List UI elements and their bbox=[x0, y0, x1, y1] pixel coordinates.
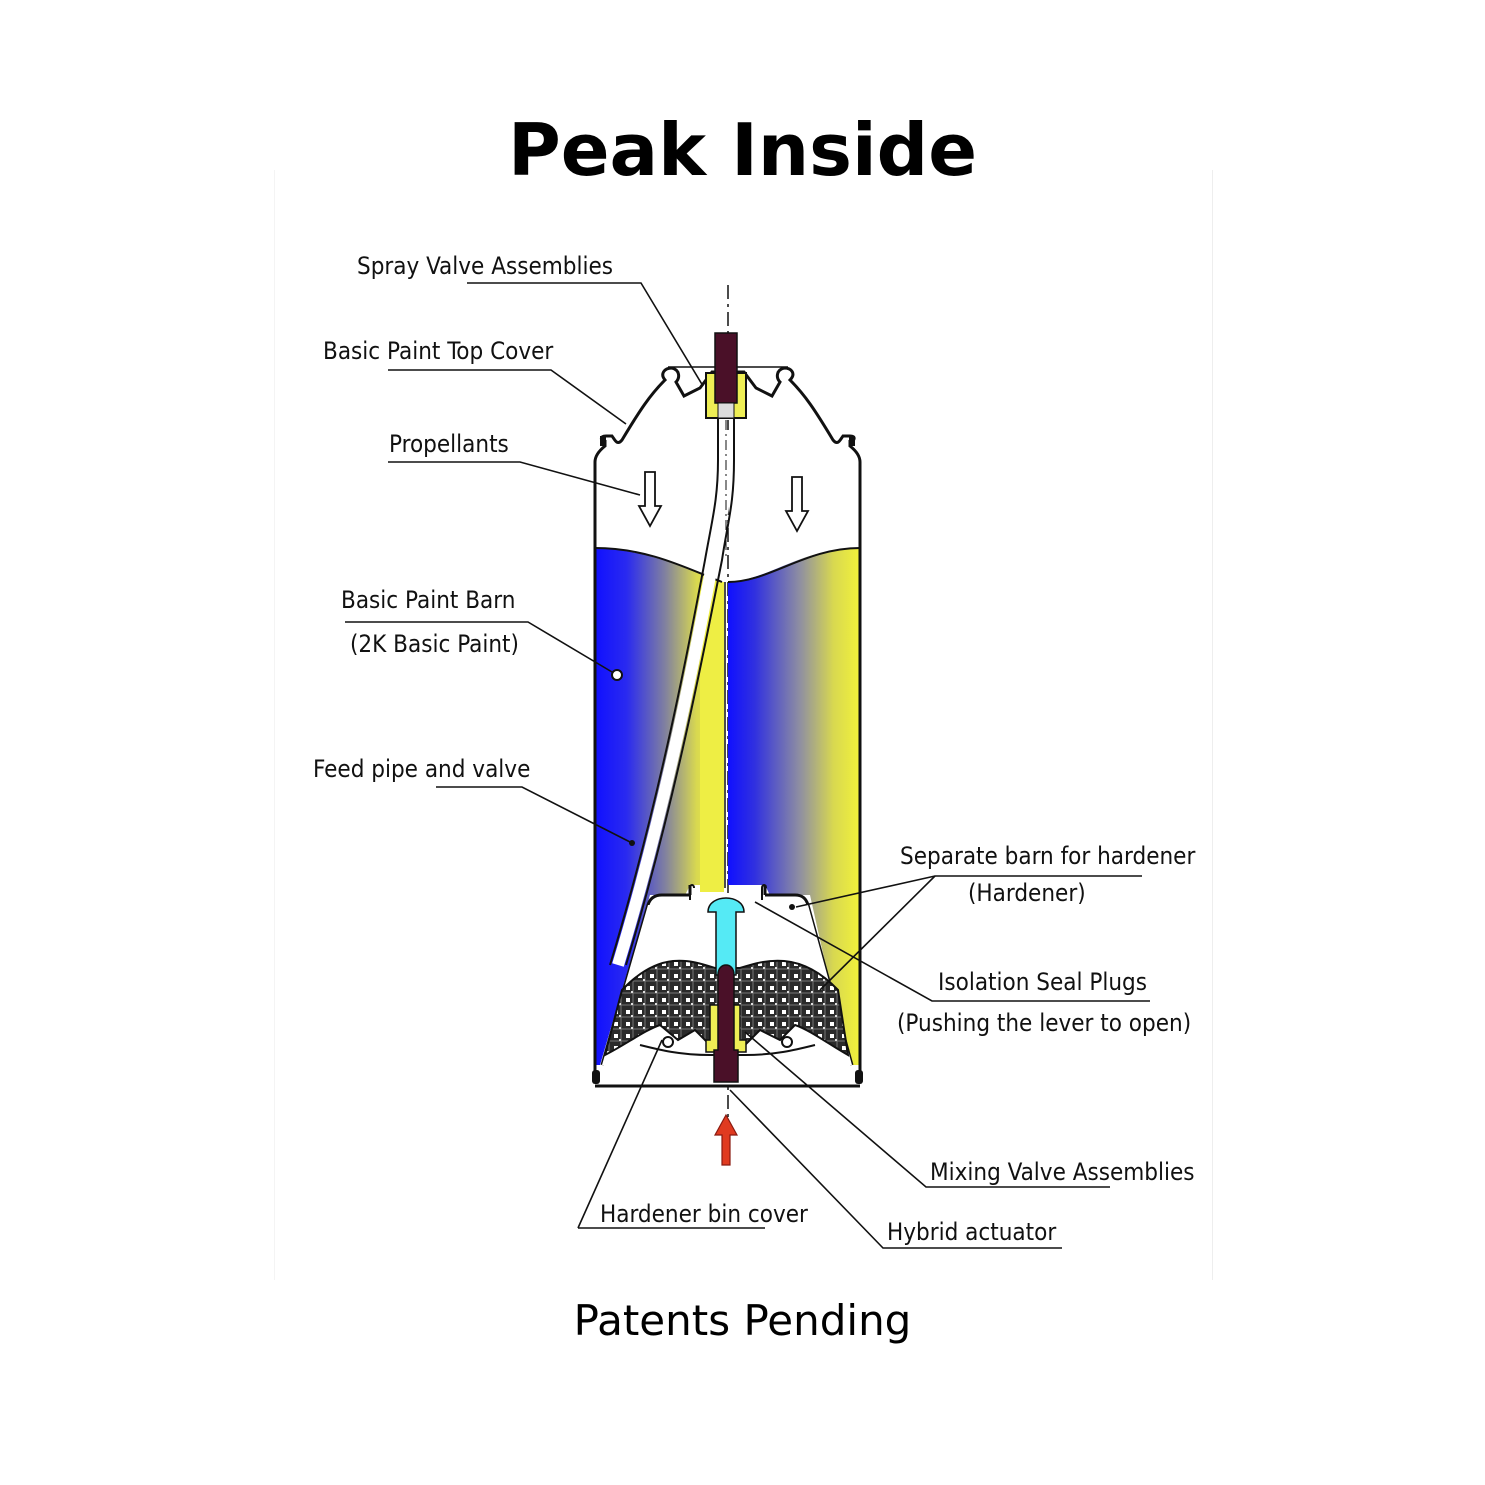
diagram-frame bbox=[274, 170, 1213, 1280]
label-spray-valve-assemblies: Spray Valve Assemblies bbox=[357, 252, 613, 280]
page-title: Peak Inside bbox=[507, 108, 978, 192]
label-isolation-seal-plugs: Isolation Seal Plugs bbox=[938, 968, 1147, 996]
isolation-seal-plug bbox=[707, 897, 745, 976]
hardener-barn-marker bbox=[789, 904, 795, 910]
label-basic-paint-barn: Basic Paint Barn bbox=[341, 586, 515, 614]
label-hardener-bin-cover: Hardener bin cover bbox=[600, 1200, 808, 1228]
push-arrow-icon bbox=[713, 1113, 739, 1166]
basic-paint-right-region bbox=[728, 548, 860, 1065]
paint-barn-marker bbox=[611, 669, 623, 681]
propellant-arrow-right bbox=[784, 476, 810, 533]
label-hybrid-actuator: Hybrid actuator bbox=[887, 1218, 1056, 1246]
label-hardener: (Hardener) bbox=[968, 879, 1086, 907]
label-propellants: Propellants bbox=[389, 430, 509, 458]
label-basic-paint-barn-sub: (2K Basic Paint) bbox=[350, 630, 519, 658]
propellant-arrow-left bbox=[637, 471, 663, 528]
label-pushing-the-lever: (Pushing the lever to open) bbox=[897, 1009, 1191, 1037]
dip-tube bbox=[609, 418, 719, 966]
leader-lines bbox=[345, 282, 1150, 1249]
can-outline bbox=[593, 440, 862, 1080]
label-mixing-valve-assemblies: Mixing Valve Assemblies bbox=[930, 1158, 1195, 1186]
hybrid-actuator bbox=[713, 964, 739, 1083]
label-separate-barn-for-hardener: Separate barn for hardener bbox=[900, 842, 1195, 870]
label-basic-paint-top-cover: Basic Paint Top Cover bbox=[323, 337, 553, 365]
patents-pending-caption: Patents Pending bbox=[573, 1296, 912, 1345]
label-feed-pipe-and-valve: Feed pipe and valve bbox=[313, 755, 530, 783]
spray-valve-stem bbox=[714, 332, 738, 404]
